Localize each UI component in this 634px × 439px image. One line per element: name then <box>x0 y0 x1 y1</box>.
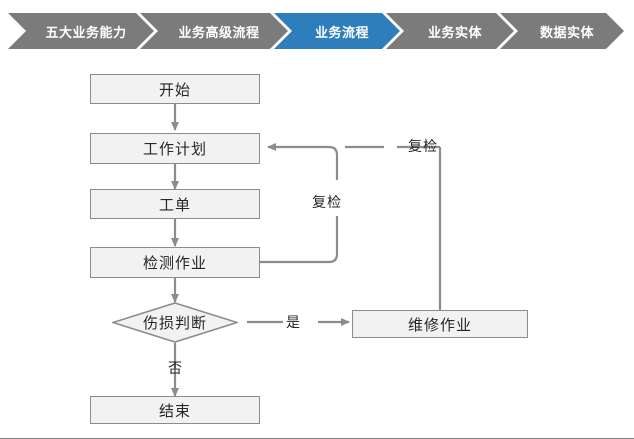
edge-label-recheck-outer: 复检 <box>408 138 438 154</box>
breadcrumb-item-1-label: 五大业务能力 <box>45 24 127 40</box>
edge-recheck-inner-lower <box>260 216 339 264</box>
node-damage-decision[interactable]: 伤损判断 <box>112 302 238 343</box>
breadcrumb-item-2-label: 业务高级流程 <box>178 24 260 40</box>
node-start[interactable]: 开始 <box>90 74 260 104</box>
node-repair-label: 维修作业 <box>407 316 472 334</box>
breadcrumb-item-1[interactable]: 五大业务能力 <box>8 13 154 49</box>
breadcrumb-item-3-active[interactable]: 业务流程 <box>274 13 400 49</box>
breadcrumb-item-4-label: 业务实体 <box>427 24 482 40</box>
node-work-order[interactable]: 工单 <box>90 189 260 219</box>
node-start-label: 开始 <box>158 81 191 99</box>
node-work-plan-label: 工作计划 <box>142 141 207 158</box>
breadcrumb-item-5-label: 数据实体 <box>539 24 594 40</box>
node-damage-decision-label: 伤损判断 <box>142 315 207 332</box>
breadcrumb: 五大业务能力 业务高级流程 业务流程 业务实体 数据实体 <box>0 13 634 49</box>
diamond-shape <box>112 302 238 343</box>
breadcrumb-item-2[interactable]: 业务高级流程 <box>140 13 288 49</box>
node-end-label: 结束 <box>158 402 191 420</box>
edge-recheck-inner-upper <box>267 143 339 180</box>
node-inspection[interactable]: 检测作业 <box>90 247 260 278</box>
edge-label-no: 否 <box>168 360 183 376</box>
breadcrumb-item-4[interactable]: 业务实体 <box>386 13 514 49</box>
edge-label-recheck-inner: 复检 <box>312 194 342 210</box>
node-repair[interactable]: 维修作业 <box>352 310 528 338</box>
node-work-order-label: 工单 <box>158 196 191 214</box>
breadcrumb-item-3-label: 业务流程 <box>314 24 369 40</box>
breadcrumb-item-5[interactable]: 数据实体 <box>500 13 624 49</box>
edge-label-yes: 是 <box>286 314 301 330</box>
node-end[interactable]: 结束 <box>90 396 260 424</box>
node-work-plan[interactable]: 工作计划 <box>90 133 260 164</box>
node-inspection-label: 检测作业 <box>142 255 207 272</box>
